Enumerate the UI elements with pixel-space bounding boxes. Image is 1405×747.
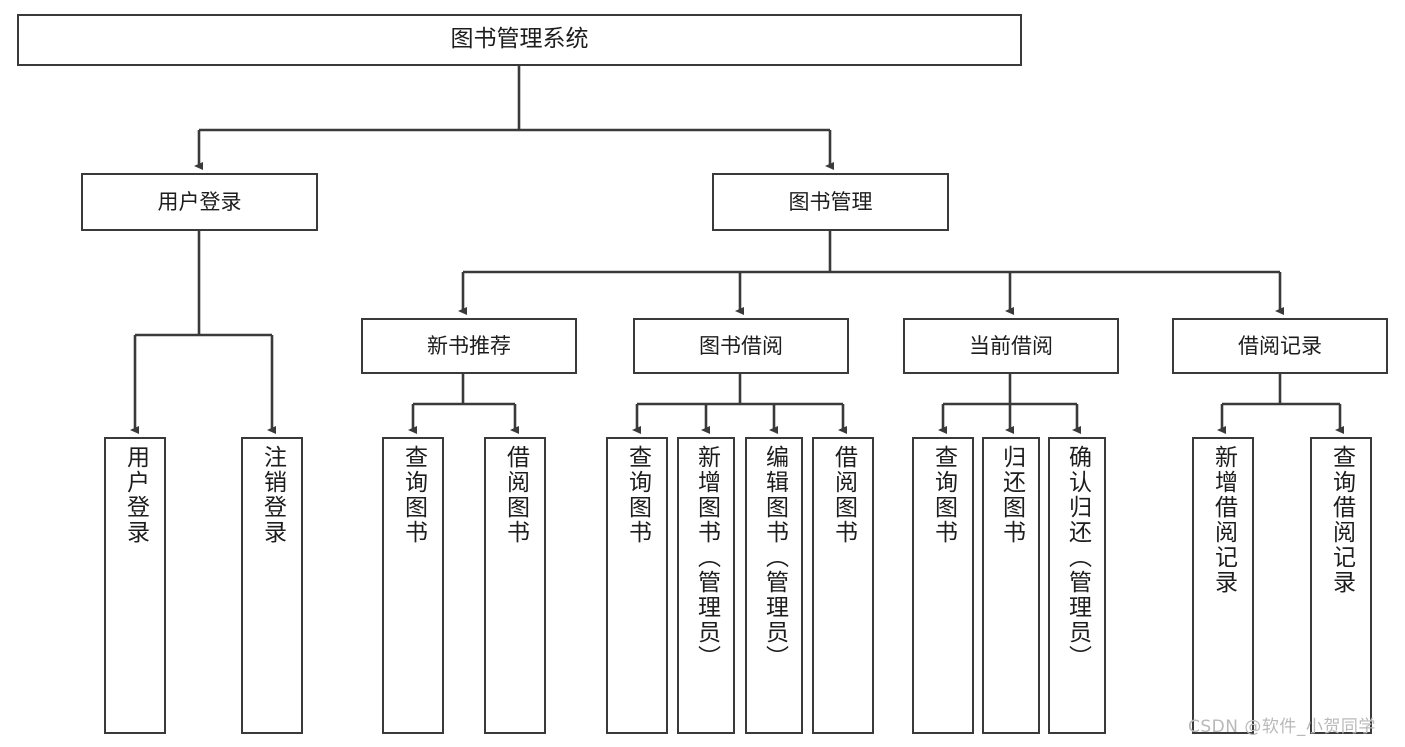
watermark-text: CSDN @软件_小贺同学 [1188,717,1376,737]
node-leaf-borrow-book-1-label: 借阅图书 [502,445,529,545]
node-leaf-user-login-label: 用户登录 [122,445,149,545]
node-leaf-query-book-2[interactable]: 查询图书 [606,437,668,734]
node-leaf-query-record-label: 查询借阅记录 [1328,445,1355,595]
node-new-book-recommend-label: 新书推荐 [427,333,511,358]
node-leaf-logout-login[interactable]: 注销登录 [241,437,303,734]
node-leaf-query-book-2-label: 查询图书 [624,445,651,545]
node-user-login[interactable]: 用户登录 [81,173,318,231]
node-current-borrow-label: 当前借阅 [969,333,1053,358]
node-leaf-borrow-book-2-label: 借阅图书 [830,445,857,545]
node-leaf-borrow-book-2[interactable]: 借阅图书 [812,437,874,734]
node-leaf-query-record[interactable]: 查询借阅记录 [1310,437,1372,734]
node-book-management[interactable]: 图书管理 [712,173,949,231]
node-root-system[interactable]: 图书管理系统 [17,14,1022,66]
node-current-borrow[interactable]: 当前借阅 [903,318,1119,374]
node-leaf-logout-login-label: 注销登录 [259,445,286,545]
node-leaf-edit-book-label: 编辑图书（管理员） [761,445,788,670]
node-leaf-add-book[interactable]: 新增图书（管理员） [677,437,735,734]
node-leaf-confirm-return-label: 确认归还（管理员） [1064,445,1091,670]
node-leaf-add-book-label: 新增图书（管理员） [693,445,720,670]
node-user-login-label: 用户登录 [157,189,242,214]
node-book-borrow-label: 图书借阅 [699,333,783,358]
node-borrow-record-label: 借阅记录 [1238,333,1322,358]
node-borrow-record[interactable]: 借阅记录 [1172,318,1388,374]
node-leaf-return-book-label: 归还图书 [998,445,1025,545]
node-book-borrow[interactable]: 图书借阅 [633,318,849,374]
node-leaf-confirm-return[interactable]: 确认归还（管理员） [1048,437,1106,734]
node-leaf-user-login[interactable]: 用户登录 [104,437,166,734]
node-leaf-query-book-1-label: 查询图书 [400,445,427,545]
node-root-system-label: 图书管理系统 [450,26,589,53]
node-leaf-return-book[interactable]: 归还图书 [982,437,1040,734]
node-leaf-query-book-3[interactable]: 查询图书 [912,437,974,734]
node-leaf-query-book-1[interactable]: 查询图书 [382,437,444,734]
node-book-management-label: 图书管理 [788,189,873,214]
node-leaf-add-record-label: 新增借阅记录 [1210,445,1237,595]
node-leaf-borrow-book-1[interactable]: 借阅图书 [484,437,546,734]
node-leaf-add-record[interactable]: 新增借阅记录 [1192,437,1254,734]
node-leaf-query-book-3-label: 查询图书 [930,445,957,545]
node-leaf-edit-book[interactable]: 编辑图书（管理员） [745,437,803,734]
node-new-book-recommend[interactable]: 新书推荐 [361,318,577,374]
